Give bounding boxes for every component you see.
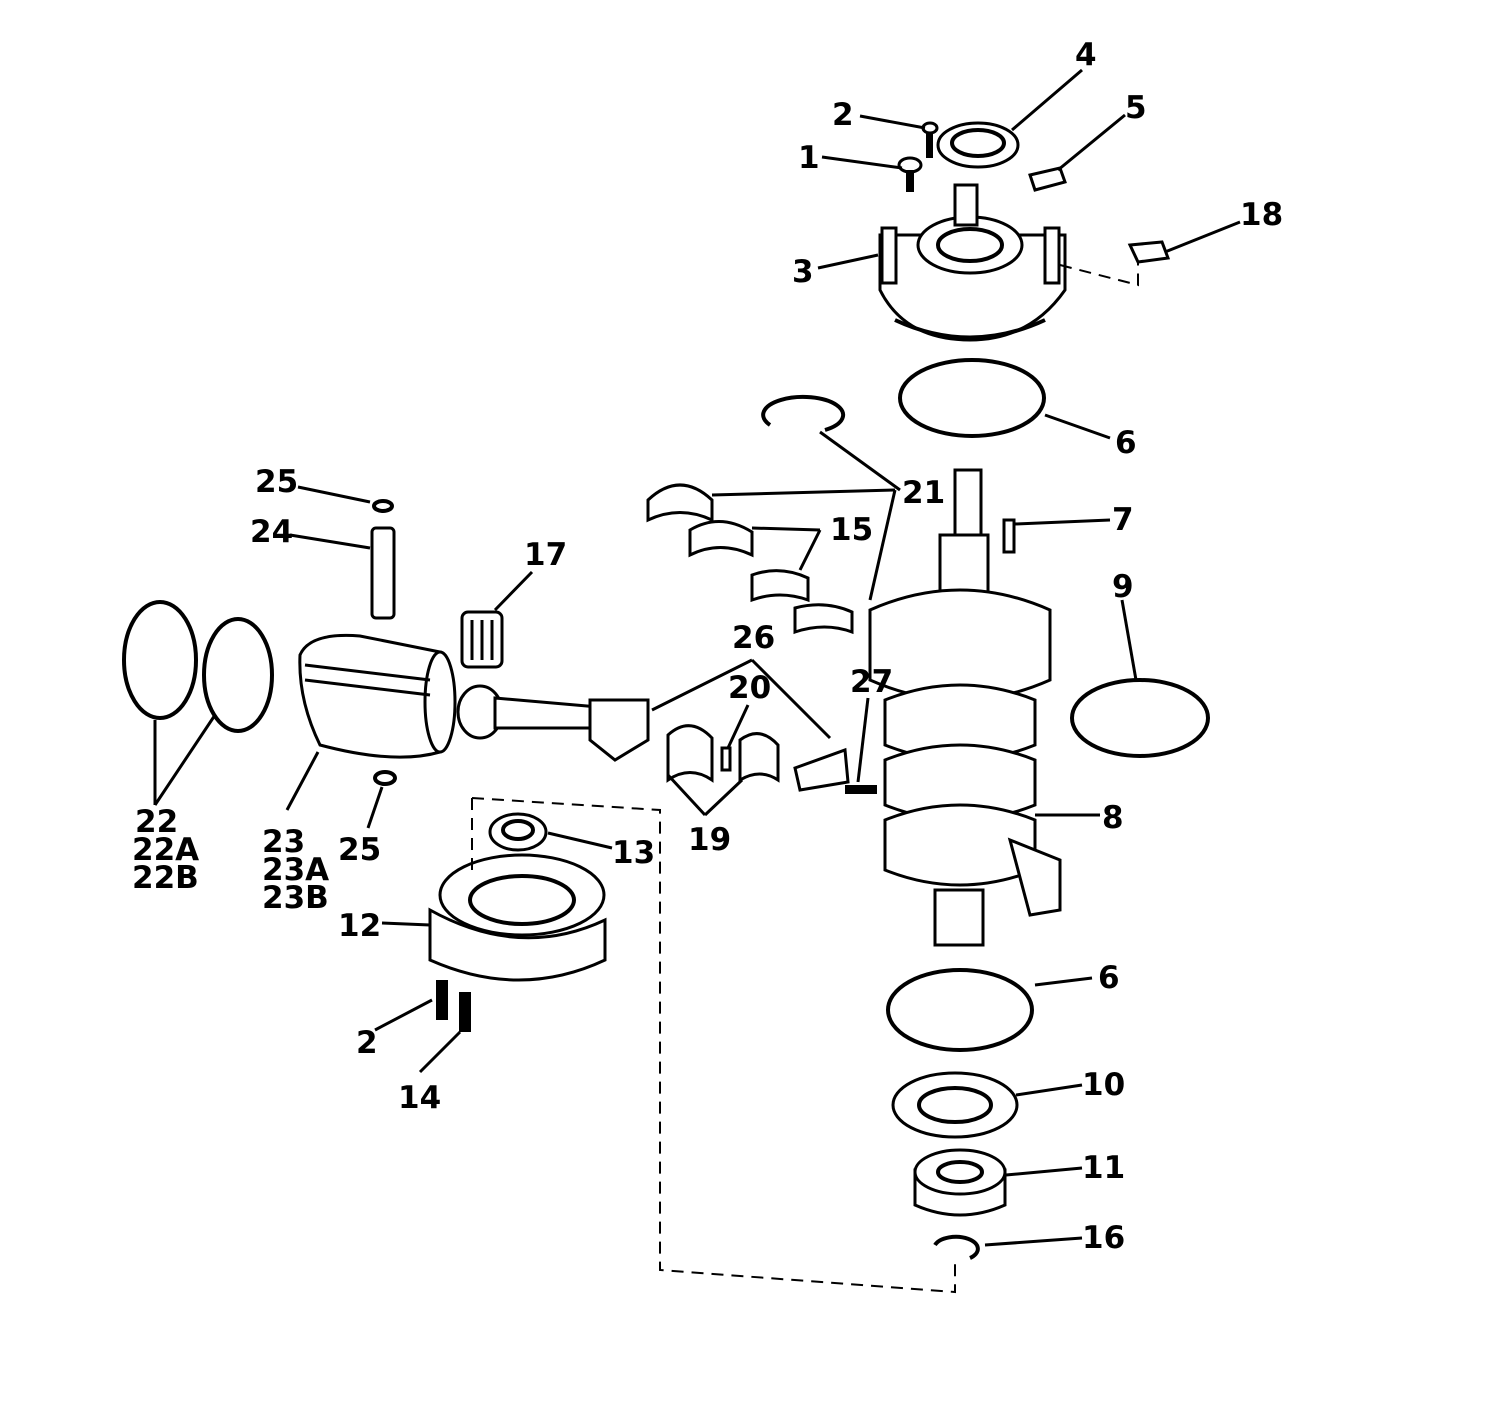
callout-24: 24 — [250, 514, 293, 550]
callout-22: 22 — [135, 804, 178, 840]
part-upper-bearing-housing — [878, 183, 1067, 342]
callout-15: 15 — [830, 512, 873, 548]
part-lower-bearing-housing — [428, 853, 607, 982]
callout-12: 12 — [338, 908, 381, 944]
callout-6-upper: 6 — [1115, 425, 1137, 461]
leader-lines — [153, 68, 1241, 1247]
part-bearing-cage-21-b — [793, 603, 854, 635]
callout-26: 26 — [732, 620, 775, 656]
part-piston-ring-22-a — [122, 600, 198, 720]
callout-5: 5 — [1125, 90, 1147, 126]
callout-25-upper: 25 — [255, 464, 298, 500]
part-ring-21 — [761, 394, 846, 432]
callout-10: 10 — [1082, 1067, 1125, 1103]
part-screw-2-lower — [436, 980, 448, 1020]
part-bearing-15-a — [688, 520, 754, 558]
part-clip-25-upper — [372, 499, 394, 513]
callout-22a: 22A — [132, 832, 199, 868]
part-retaining-ring-9 — [1070, 678, 1210, 758]
part-pin-20 — [720, 746, 732, 772]
part-clip-18 — [1127, 240, 1171, 264]
callout-13: 13 — [612, 835, 655, 871]
callout-23: 23 — [262, 824, 305, 860]
part-connecting-rod — [456, 684, 650, 762]
part-rod-cap-26 — [793, 747, 850, 792]
callout-21: 21 — [902, 475, 945, 511]
part-piston-23 — [298, 633, 457, 759]
part-o-ring-6-lower — [886, 968, 1034, 1052]
part-bearing-19-a — [666, 724, 714, 783]
callout-14: 14 — [398, 1080, 441, 1116]
callout-8: 8 — [1102, 800, 1124, 836]
assembly-dashed-line — [471, 797, 956, 1294]
part-screw-14 — [459, 992, 471, 1032]
part-wrist-pin-24 — [370, 526, 396, 620]
callout-17: 17 — [524, 537, 567, 573]
part-screw-1 — [897, 156, 923, 192]
callout-11: 11 — [1082, 1150, 1125, 1186]
part-clip-5 — [1028, 166, 1067, 192]
part-ball-bearing-11 — [913, 1148, 1007, 1217]
callout-20: 20 — [728, 670, 771, 706]
part-o-ring-6-upper — [898, 358, 1046, 438]
part-seal-plate-10 — [891, 1071, 1019, 1139]
part-bearing-cage-21 — [646, 483, 714, 523]
part-bearing-19-b — [738, 732, 780, 783]
callout-19: 19 — [688, 822, 731, 858]
callout-2-lower: 2 — [356, 1025, 378, 1061]
callout-23a: 23A — [262, 852, 329, 888]
callout-2-upper: 2 — [832, 97, 854, 133]
part-needle-bearing-17 — [460, 610, 504, 669]
part-piston-ring-22-b — [202, 617, 274, 733]
part-crankshaft — [868, 468, 1062, 947]
callout-labels: 1 2 3 4 5 18 6 21 15 7 9 25 24 17 26 20 … — [132, 37, 1283, 1256]
callout-3: 3 — [792, 254, 814, 290]
part-seal-13 — [488, 812, 548, 852]
callout-7: 7 — [1112, 502, 1134, 538]
callout-16: 16 — [1082, 1220, 1125, 1256]
part-key-7 — [1002, 518, 1016, 554]
part-bearing-15-b — [750, 569, 810, 603]
callout-22b: 22B — [132, 860, 199, 896]
part-seal-4 — [936, 121, 1020, 169]
callout-4: 4 — [1075, 37, 1097, 73]
part-clip-25-lower — [373, 770, 397, 786]
callout-18: 18 — [1240, 197, 1283, 233]
callout-6-lower: 6 — [1098, 960, 1120, 996]
callout-9: 9 — [1112, 569, 1134, 605]
part-retaining-ring-16 — [933, 1234, 980, 1260]
callout-23b: 23B — [262, 880, 329, 916]
callout-1: 1 — [798, 140, 820, 176]
callout-27: 27 — [850, 664, 893, 700]
part-screw-27 — [845, 785, 877, 794]
part-screw-2 — [921, 121, 939, 158]
callout-25-lower: 25 — [338, 832, 381, 868]
